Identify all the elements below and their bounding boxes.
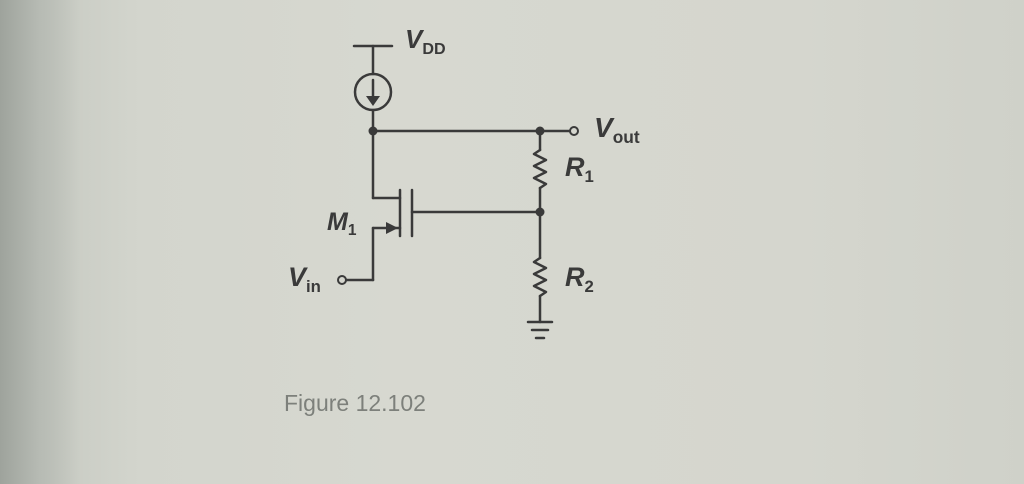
node-top-left	[368, 126, 378, 136]
vin-label: Vin	[288, 262, 321, 296]
m1-label: M1	[327, 208, 357, 240]
page-shadow	[0, 0, 80, 484]
vout-terminal	[569, 126, 579, 136]
r1-label: R1	[565, 152, 594, 186]
current-source-arrowhead	[366, 96, 380, 106]
node-output	[535, 126, 545, 136]
r1-resistor	[532, 148, 548, 190]
vin-terminal	[337, 275, 347, 285]
r2-resistor	[532, 256, 548, 298]
r2-label: R2	[565, 262, 594, 296]
m1-source-arrow	[386, 222, 398, 234]
figure-caption: Figure 12.102	[284, 390, 426, 416]
node-divider-mid	[535, 207, 545, 217]
vdd-label: VDD	[405, 24, 446, 58]
vout-label: Vout	[594, 112, 640, 148]
